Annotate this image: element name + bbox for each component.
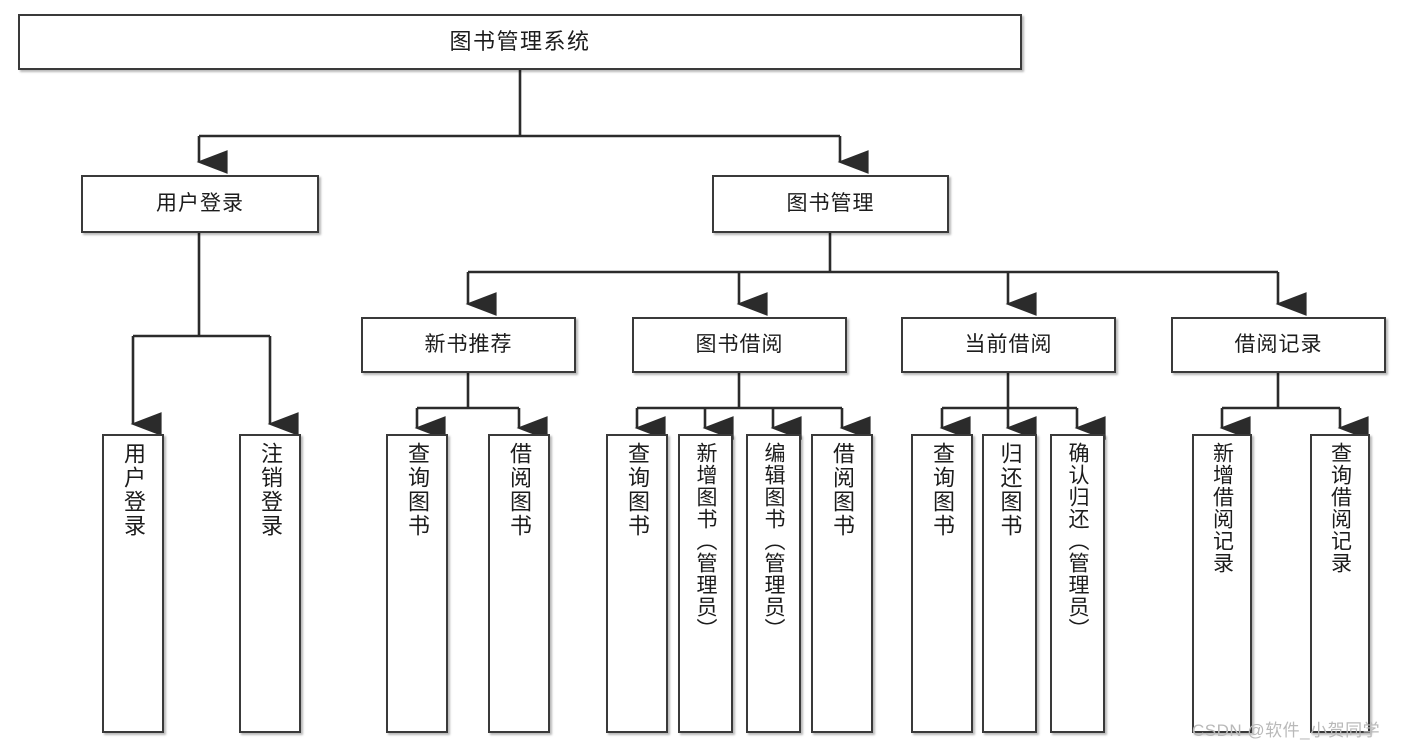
node-current-borrow[interactable]: 当前借阅 xyxy=(901,317,1116,373)
node-leaf-edit-book-label: 编辑图书（管理员） xyxy=(762,442,785,640)
node-leaf-query-book-2-label: 查询图书 xyxy=(625,442,650,538)
node-book-borrow[interactable]: 图书借阅 xyxy=(632,317,847,373)
node-leaf-query-book-3-label: 查询图书 xyxy=(930,442,955,538)
node-leaf-add-book-label: 新增图书（管理员） xyxy=(694,442,717,640)
node-leaf-query-book-1[interactable]: 查询图书 xyxy=(386,434,448,733)
node-user-login-label: 用户登录 xyxy=(156,192,244,216)
node-root-label: 图书管理系统 xyxy=(449,28,591,54)
node-leaf-query-record[interactable]: 查询借阅记录 xyxy=(1310,434,1370,733)
node-book-manage-label: 图书管理 xyxy=(786,192,875,216)
node-current-borrow-label: 当前借阅 xyxy=(964,333,1053,357)
node-leaf-query-book-1-label: 查询图书 xyxy=(405,442,430,538)
node-new-book-rec[interactable]: 新书推荐 xyxy=(361,317,576,373)
node-leaf-logout-label: 注销登录 xyxy=(258,442,283,538)
node-leaf-query-book-2[interactable]: 查询图书 xyxy=(606,434,668,733)
node-leaf-borrow-book-2-label: 借阅图书 xyxy=(830,442,855,538)
node-leaf-add-record-label: 新增借阅记录 xyxy=(1210,442,1234,574)
node-leaf-user-login[interactable]: 用户登录 xyxy=(102,434,164,733)
node-user-login[interactable]: 用户登录 xyxy=(81,175,319,233)
node-leaf-user-login-label: 用户登录 xyxy=(121,442,146,538)
node-leaf-borrow-book-2[interactable]: 借阅图书 xyxy=(811,434,873,733)
node-book-manage[interactable]: 图书管理 xyxy=(712,175,949,233)
node-borrow-record-label: 借阅记录 xyxy=(1234,333,1323,357)
csdn-watermark: CSDN @软件_小贺同学 xyxy=(1192,721,1381,740)
node-leaf-add-book[interactable]: 新增图书（管理员） xyxy=(678,434,733,733)
node-new-book-rec-label: 新书推荐 xyxy=(424,333,513,357)
node-leaf-query-book-3[interactable]: 查询图书 xyxy=(911,434,973,733)
node-leaf-borrow-book-1[interactable]: 借阅图书 xyxy=(488,434,550,733)
node-leaf-add-record[interactable]: 新增借阅记录 xyxy=(1192,434,1252,733)
node-leaf-logout[interactable]: 注销登录 xyxy=(239,434,301,733)
node-leaf-confirm-return-label: 确认归还（管理员） xyxy=(1066,442,1089,640)
node-book-borrow-label: 图书借阅 xyxy=(695,333,784,357)
node-leaf-query-record-label: 查询借阅记录 xyxy=(1328,442,1352,574)
node-leaf-return-book-label: 归还图书 xyxy=(997,442,1023,538)
node-borrow-record[interactable]: 借阅记录 xyxy=(1171,317,1386,373)
node-leaf-edit-book[interactable]: 编辑图书（管理员） xyxy=(746,434,801,733)
node-leaf-borrow-book-1-label: 借阅图书 xyxy=(507,442,532,538)
node-leaf-return-book[interactable]: 归还图书 xyxy=(982,434,1037,733)
node-leaf-confirm-return[interactable]: 确认归还（管理员） xyxy=(1050,434,1105,733)
node-root[interactable]: 图书管理系统 xyxy=(18,14,1022,70)
